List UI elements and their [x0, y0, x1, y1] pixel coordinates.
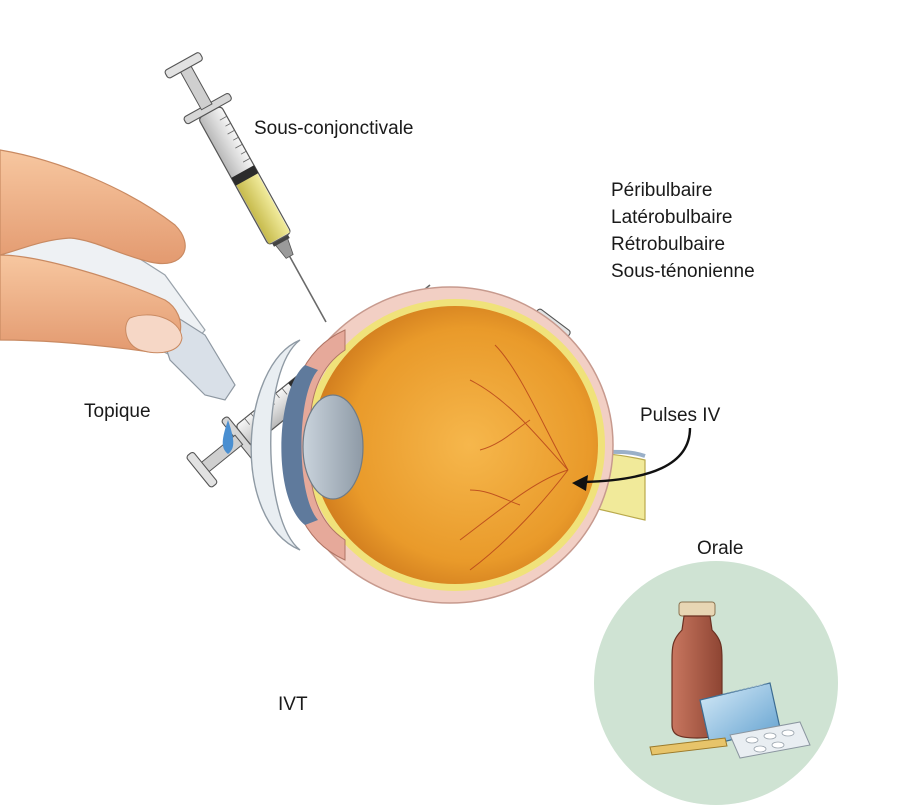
- label-ivt: IVT: [278, 692, 308, 717]
- label-laterobulbaire: Latérobulbaire: [611, 204, 755, 231]
- label-peribulbaire: Péribulbaire: [611, 177, 755, 204]
- label-orale: Orale: [697, 536, 743, 561]
- label-pulses-iv: Pulses IV: [640, 403, 720, 428]
- oral-medication-illustration: [594, 561, 838, 805]
- periocular-routes-list: Péribulbaire Latérobulbaire Rétrobulbair…: [611, 177, 755, 285]
- label-sous-tenonienne: Sous-ténonienne: [611, 258, 755, 285]
- eye-cross-section: [251, 287, 645, 603]
- label-retrobulbaire: Rétrobulbaire: [611, 231, 755, 258]
- label-sous-conjonctivale: Sous-conjonctivale: [254, 116, 413, 141]
- syringe-sous-conjonctivale: [159, 49, 349, 335]
- label-topique: Topique: [84, 399, 151, 424]
